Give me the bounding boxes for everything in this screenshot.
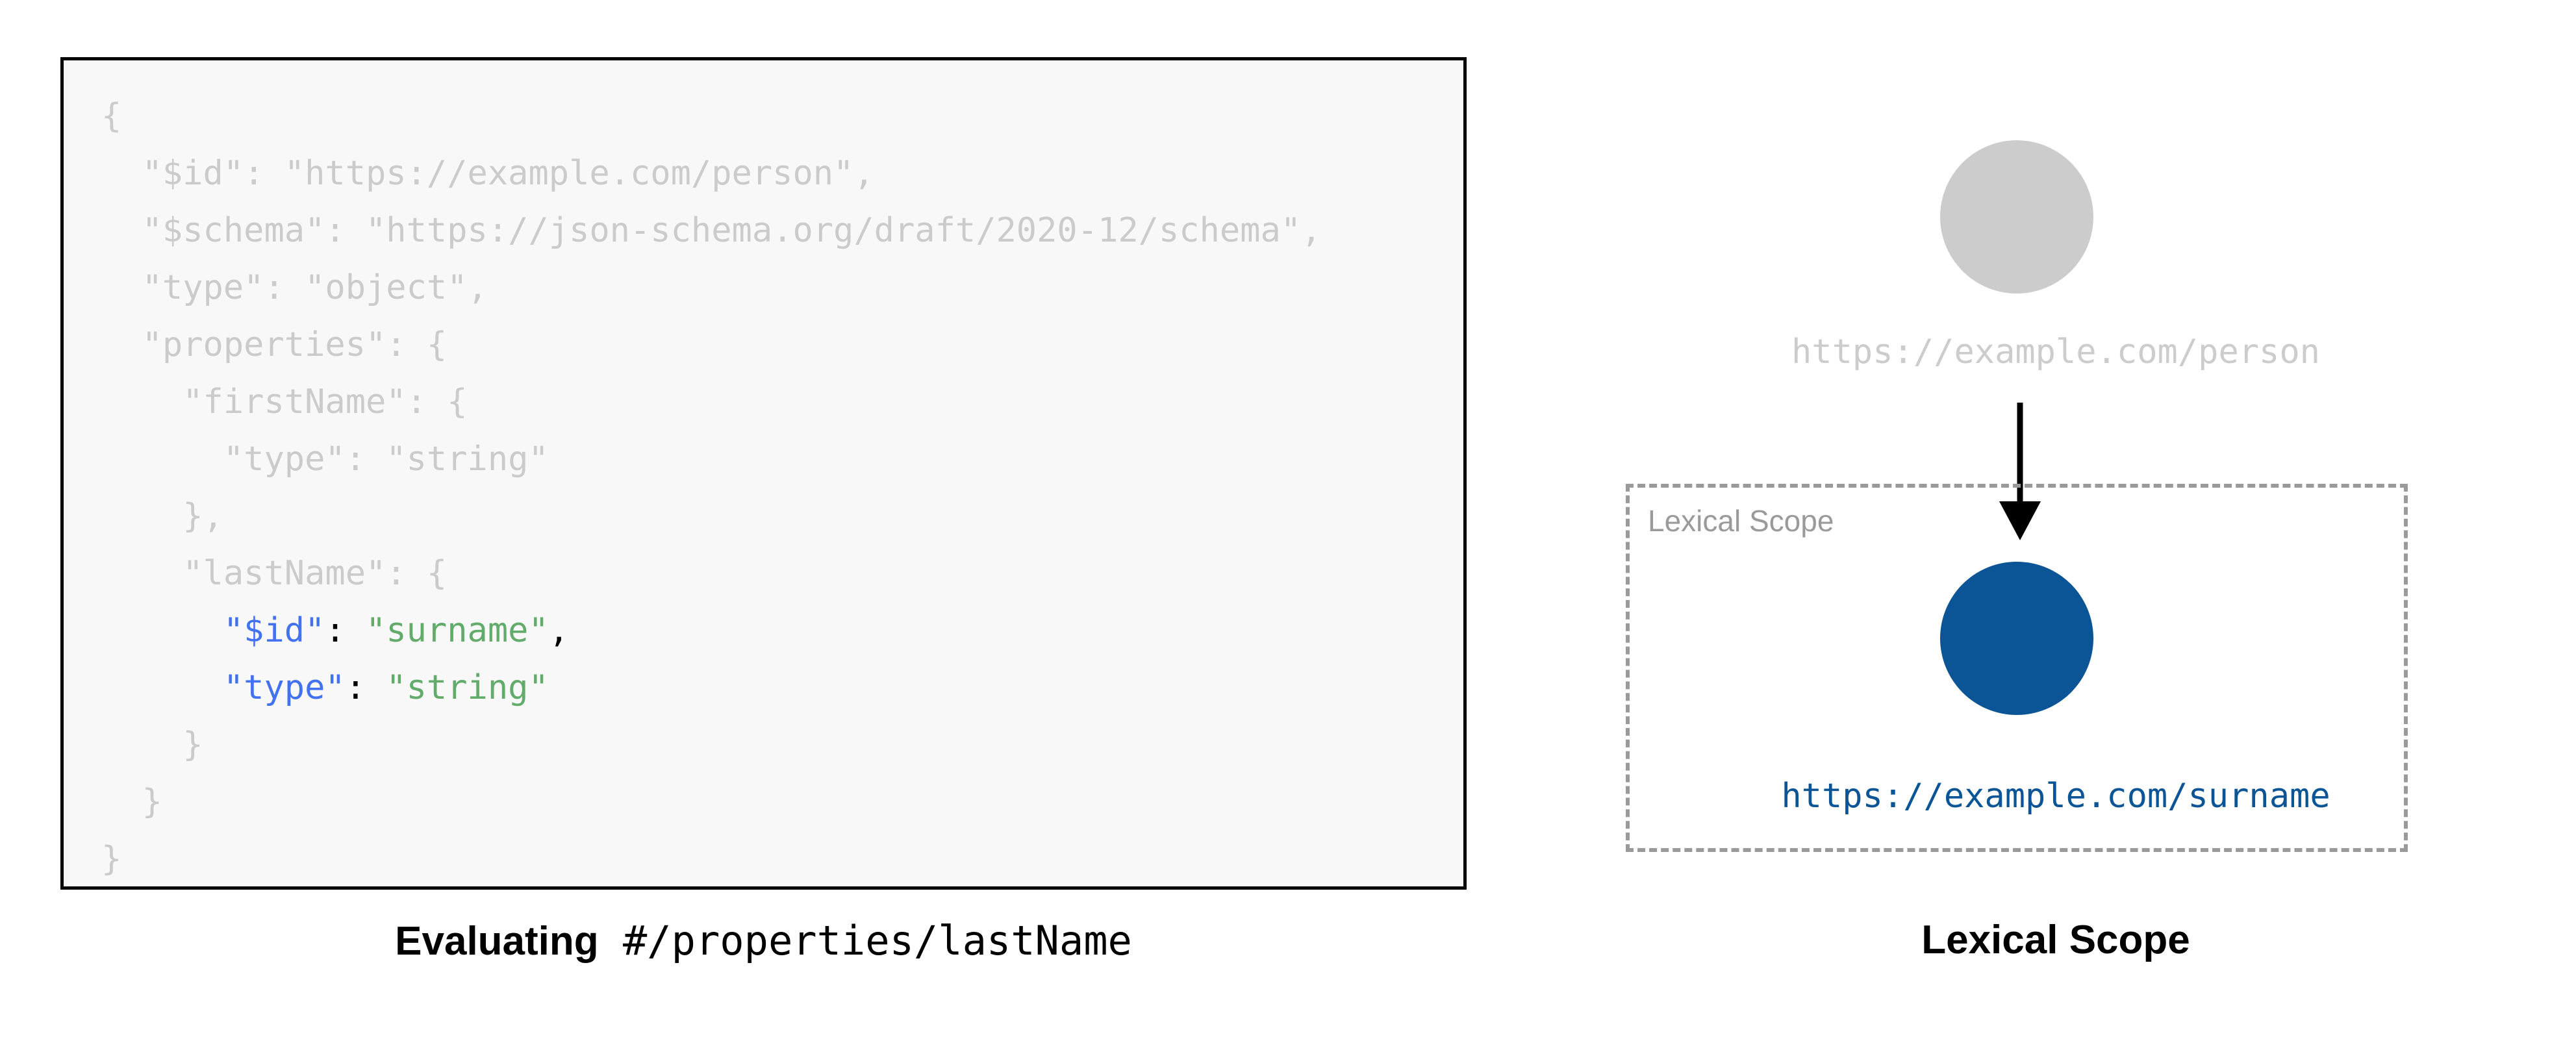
code-sample-panel: { "$id": "https://example.com/person", "… bbox=[60, 57, 1467, 964]
parent-schema-node-label: https://example.com/person bbox=[1791, 332, 2320, 371]
code-indent bbox=[101, 440, 223, 479]
right-panel-caption: Lexical Scope bbox=[1921, 918, 2190, 962]
code-line: "firstName": { bbox=[101, 373, 1321, 431]
caption-evaluating-label: Evaluating bbox=[395, 919, 599, 964]
code-indent bbox=[101, 782, 142, 821]
code-token: } bbox=[183, 725, 203, 764]
parent-schema-node-circle bbox=[1940, 140, 2093, 294]
code-indent bbox=[101, 325, 142, 364]
code-line: "type": "object", bbox=[101, 259, 1321, 316]
code-line: "$id": "surname", bbox=[101, 602, 1321, 659]
code-indent bbox=[101, 554, 183, 593]
child-schema-node-circle bbox=[1940, 562, 2093, 715]
code-token: } bbox=[142, 782, 162, 821]
code-indent bbox=[101, 211, 142, 250]
code-token: "firstName": { bbox=[183, 382, 468, 421]
code-indent bbox=[101, 611, 223, 650]
code-line: "$id": "https://example.com/person", bbox=[101, 145, 1321, 202]
code-token: : bbox=[345, 668, 386, 707]
code-token: "$schema": "https://json-schema.org/draf… bbox=[142, 211, 1322, 250]
code-token: "$id" bbox=[223, 611, 325, 650]
code-token: : bbox=[325, 611, 366, 650]
code-indent bbox=[101, 268, 142, 307]
child-schema-node-label: https://example.com/surname bbox=[1781, 777, 2330, 816]
left-panel-caption: Evaluating #/properties/lastName bbox=[60, 917, 1467, 964]
code-line: "properties": { bbox=[101, 316, 1321, 373]
code-token: "string" bbox=[386, 668, 549, 707]
code-token: "$id": "https://example.com/person", bbox=[142, 154, 874, 193]
code-line: } bbox=[101, 773, 1321, 831]
code-line: } bbox=[101, 831, 1321, 888]
code-token: "type" bbox=[223, 668, 346, 707]
lexical-scope-diagram-panel: https://example.com/person Lexical Scope… bbox=[1526, 0, 2576, 1039]
code-line: "type": "string" bbox=[101, 431, 1321, 488]
code-line: "type": "string" bbox=[101, 659, 1321, 716]
json-schema-code-block: { "$id": "https://example.com/person", "… bbox=[60, 57, 1467, 890]
code-line: "$schema": "https://json-schema.org/draf… bbox=[101, 202, 1322, 259]
code-indent bbox=[101, 497, 183, 536]
code-token: "surname" bbox=[366, 611, 549, 650]
lexical-scope-box-label: Lexical Scope bbox=[1648, 504, 1834, 538]
code-token: "properties": { bbox=[142, 325, 448, 364]
code-line: }, bbox=[101, 488, 1321, 545]
code-lines-container: { "$id": "https://example.com/person", "… bbox=[101, 88, 1321, 888]
lexical-scope-boundary-box: Lexical Scope bbox=[1626, 484, 2408, 852]
code-indent bbox=[101, 382, 183, 421]
code-line: { bbox=[101, 88, 1321, 145]
code-token: "type": "object", bbox=[142, 268, 488, 307]
code-token: }, bbox=[183, 497, 223, 536]
caption-json-pointer: #/properties/lastName bbox=[598, 917, 1132, 964]
code-token: } bbox=[101, 840, 122, 879]
down-arrow-icon bbox=[1999, 403, 2041, 540]
code-indent bbox=[101, 725, 183, 764]
code-token: "lastName": { bbox=[183, 554, 448, 593]
code-indent bbox=[101, 154, 142, 193]
code-token: { bbox=[101, 97, 122, 136]
code-indent bbox=[101, 668, 223, 707]
code-line: "lastName": { bbox=[101, 545, 1321, 602]
code-token: "type": "string" bbox=[223, 440, 549, 479]
code-line: } bbox=[101, 716, 1321, 773]
code-token: , bbox=[548, 611, 570, 650]
